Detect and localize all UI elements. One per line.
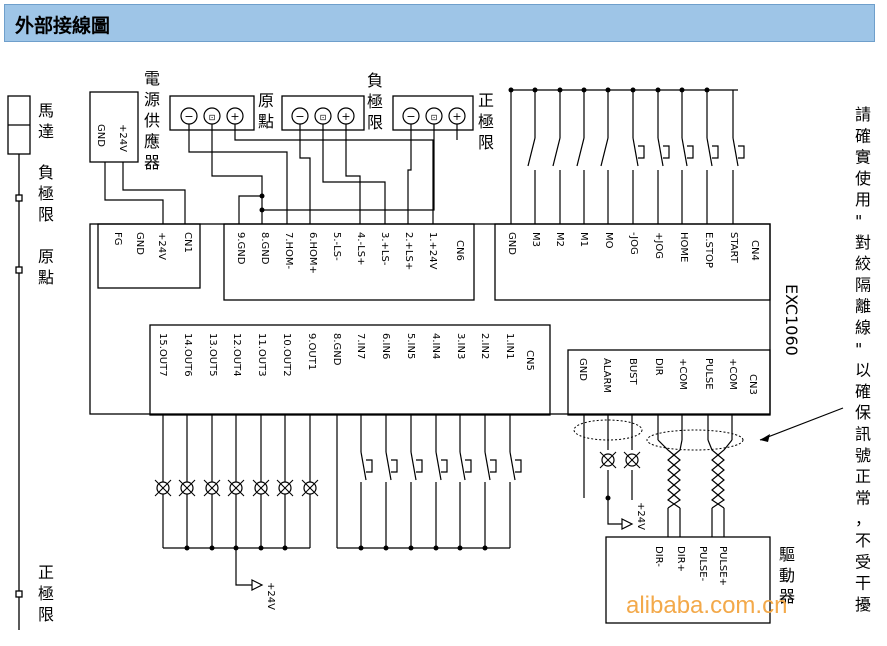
supply-24v-label-cn3: +24V	[635, 502, 646, 530]
cn6-pin: 7.HOM-	[283, 232, 294, 270]
cn6-pin: 6.HOM+	[307, 232, 318, 274]
power-pin: GND	[95, 124, 106, 147]
cn1-pin: GND	[134, 232, 145, 255]
svg-text:+: +	[341, 110, 350, 123]
cn6-pin: 9.GND	[235, 232, 246, 265]
cn5-box	[149, 324, 551, 416]
driver-pin: DIR-	[653, 546, 664, 567]
driver-pin: DIR+	[675, 546, 686, 572]
cn3-pin: PULSE	[703, 358, 714, 390]
motor-label: 馬達	[38, 101, 54, 141]
cn1-box	[97, 223, 201, 289]
cn5-pin: 3.IN3	[455, 333, 466, 359]
cn5-name: CN5	[524, 350, 535, 371]
watermark: alibaba.com.cn	[626, 592, 787, 619]
cn1-name: CN1	[182, 232, 193, 253]
cn4-pin: HOME	[678, 232, 689, 262]
cn3-pin: +COM	[677, 358, 688, 390]
cn5-pin: 8.GND	[331, 333, 342, 366]
svg-text:⊡: ⊡	[320, 113, 327, 122]
cn5-pin: 4.IN4	[430, 333, 441, 359]
cn6-pin: 8.GND	[259, 232, 270, 265]
power-supply-label: 電源供應器	[144, 69, 160, 172]
driver-box	[605, 536, 771, 624]
cn5-pin: 5.IN5	[405, 333, 416, 359]
cn4-pin: M1	[578, 232, 589, 247]
cn1-pin: +24V	[156, 232, 167, 260]
driver-label: 驅動器	[779, 545, 795, 606]
cn4-pin: +JOG	[653, 232, 664, 259]
cn3-pin: DIR	[653, 358, 664, 376]
cn4-pin: M2	[554, 232, 565, 247]
shielded-cable-note: 請確實使用"對絞隔離線"以確保訊號正常，不受干擾	[855, 105, 871, 614]
cn5-pin: 7.IN7	[355, 333, 366, 359]
cn6-pin: 3.+LS-	[379, 232, 390, 266]
page-title: 外部接線圖	[15, 15, 111, 37]
origin-sensor-label: 原點	[258, 91, 274, 131]
cn3-pin: GND	[577, 358, 588, 381]
cn3-pin: ALARM	[601, 358, 612, 393]
cn6-pin: 2.+LS+	[403, 232, 414, 270]
cn5-pin: 6.IN6	[380, 333, 391, 359]
cn4-pin: MO	[603, 232, 614, 249]
svg-text:−: −	[184, 110, 193, 123]
cn6-box	[223, 223, 475, 301]
svg-text:+: +	[230, 110, 239, 123]
device-name: EXC1060	[782, 284, 801, 356]
cn6-name: CN6	[454, 240, 465, 261]
cn4-name: CN4	[749, 240, 760, 261]
cn3-box	[567, 349, 771, 416]
svg-text:⊡: ⊡	[431, 113, 438, 122]
cn4-pin: START	[728, 232, 739, 264]
svg-text:+: +	[452, 110, 461, 123]
cn3-pin: BUST	[627, 358, 638, 386]
positive-limit-sensor-box	[392, 95, 474, 131]
cn6-pin: 1.+24V	[427, 232, 438, 270]
driver-pin: PULSE+	[717, 546, 728, 586]
cn4-pin: M3	[530, 232, 541, 247]
negative-limit-label: 負極限	[38, 163, 54, 224]
cn4-pin: GND	[506, 232, 517, 255]
cn5-pin: 9.OUT1	[306, 333, 317, 370]
cn5-pin: 11.OUT3	[256, 333, 267, 377]
negative-limit-sensor-label: 負極限	[367, 71, 383, 132]
driver-pin: PULSE-	[697, 546, 708, 582]
cn5-pin: 12.OUT4	[231, 333, 242, 377]
cn1-pin: FG	[112, 232, 123, 246]
power-supply-box	[89, 91, 139, 163]
cn3-name: CN3	[747, 374, 758, 395]
cn6-pin: 4.-LS+	[355, 232, 366, 265]
cn5-pin: 10.OUT2	[281, 333, 292, 377]
header-bar: 外部接線圖	[4, 4, 875, 42]
svg-text:−: −	[295, 110, 304, 123]
cn5-pin: 15.OUT7	[157, 333, 168, 377]
cn6-pin: 5.-LS-	[331, 232, 342, 261]
svg-text:⊡: ⊡	[209, 113, 216, 122]
cn5-pin: 13.OUT5	[207, 333, 218, 377]
cn5-pin: 1.IN1	[504, 333, 515, 359]
origin-label: 原點	[38, 247, 54, 287]
positive-limit-label: 正極限	[38, 563, 54, 624]
power-pin: +24V	[117, 124, 128, 152]
cn3-pin: +COM	[727, 358, 738, 390]
cn4-pin: -JOG	[628, 232, 639, 255]
supply-24v-label-outputs: +24V	[265, 582, 276, 610]
cn4-pin: E.STOP	[703, 232, 714, 268]
positive-limit-sensor-label: 正極限	[478, 91, 494, 152]
cn5-pin: 14.OUT6	[182, 333, 193, 377]
svg-text:−: −	[406, 110, 415, 123]
cn5-pin: 2.IN2	[479, 333, 490, 359]
